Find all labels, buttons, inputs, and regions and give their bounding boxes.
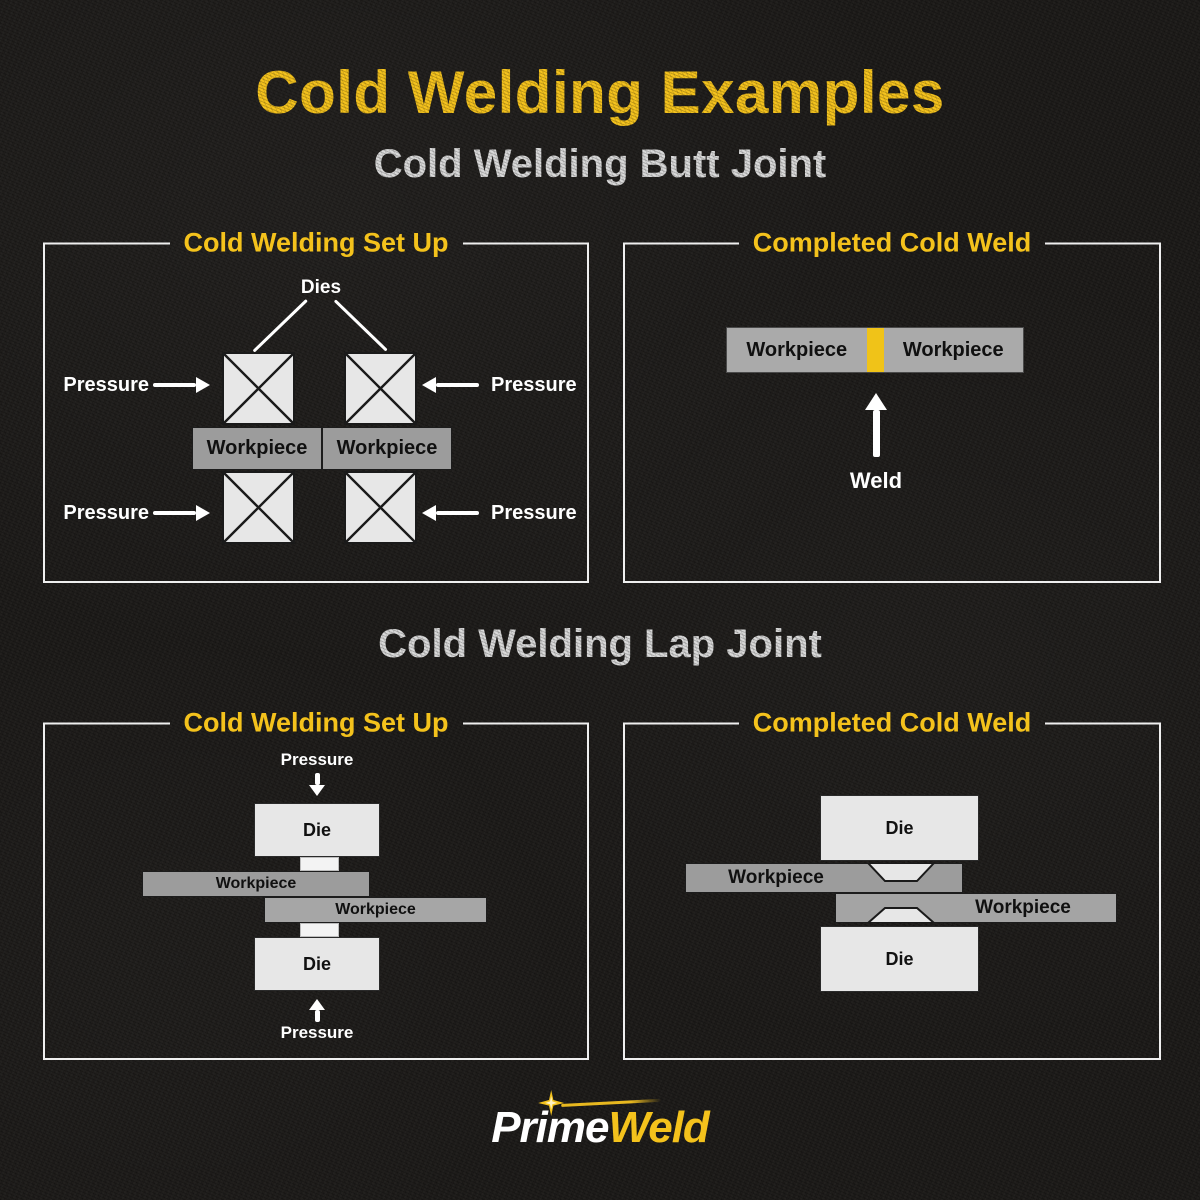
workpiece-segment-left: Workpiece: [746, 338, 848, 361]
border-segment: [462, 242, 589, 244]
die-cross-icon: [344, 471, 417, 544]
die-indent-icon: [865, 907, 937, 924]
weld-label: Weld: [849, 468, 903, 493]
die-block-bottom: Die: [254, 937, 380, 991]
pressure-label: Pressure: [491, 502, 577, 524]
workpiece-bar-right: Workpiece: [322, 427, 452, 470]
workpiece-bar-left: Workpiece: [192, 427, 322, 470]
arrow-up-icon: [309, 999, 325, 1022]
spark-icon: [538, 1090, 565, 1121]
lap-joint-subtitle: Cold Welding Lap Joint: [378, 622, 822, 666]
border-segment: [43, 242, 170, 244]
panel-lap-setup: Cold Welding Set Up Pressure Die Workpie…: [43, 708, 589, 1060]
panel-lap-completed-header: Completed Cold Weld: [623, 707, 1162, 739]
panel-lap-completed: Completed Cold Weld Die Workpiece Workpi…: [623, 708, 1162, 1060]
workpiece-label: Workpiece: [728, 867, 824, 888]
weld-seam: [866, 328, 884, 372]
arrow-left-icon: [422, 377, 479, 393]
border-segment: [623, 242, 739, 244]
workpiece-bar-lower: Workpiece: [835, 893, 1117, 924]
dies-pointer-line-right: [334, 299, 388, 352]
arrow-right-icon: [153, 377, 210, 393]
arrow-right-icon: [153, 505, 210, 521]
brand-logo: PrimeWeld: [491, 1090, 710, 1153]
border-segment: [1045, 242, 1162, 244]
pressure-label: Pressure: [63, 502, 149, 524]
die-tip: [300, 923, 339, 937]
panel-butt-completed-header: Completed Cold Weld: [623, 227, 1162, 259]
die-block-top: Die: [254, 803, 380, 857]
workpiece-bar-upper: Workpiece: [685, 862, 963, 893]
workpiece-bar-upper: Workpiece: [142, 871, 370, 897]
workpiece-segment-right: Workpiece: [902, 338, 1004, 361]
arrow-up-icon: [865, 393, 887, 457]
die-indent-icon: [865, 862, 937, 882]
pressure-label: Pressure: [280, 750, 354, 769]
pressure-label: Pressure: [63, 374, 149, 396]
panel-butt-setup: Cold Welding Set Up Dies Workpiece Workp…: [43, 228, 589, 583]
panel-butt-completed: Completed Cold Weld Workpiece Workpiece …: [623, 228, 1162, 583]
panel-butt-setup-header: Cold Welding Set Up: [43, 228, 589, 259]
die-cross-icon: [222, 352, 295, 425]
die-cross-icon: [344, 352, 417, 425]
die-block-bottom: Die: [820, 926, 979, 992]
butt-joint-subtitle: Cold Welding Butt Joint: [373, 142, 827, 186]
dies-label: Dies: [300, 277, 342, 298]
workpiece-label: Workpiece: [975, 897, 1071, 918]
pressure-label: Pressure: [491, 374, 577, 396]
die-tip: [300, 857, 339, 871]
logo-weld: Weld: [608, 1103, 709, 1152]
arrow-down-icon: [309, 773, 325, 796]
border-segment: [462, 722, 589, 724]
panel-title: Cold Welding Set Up: [183, 227, 449, 258]
die-block-top: Die: [820, 795, 979, 861]
die-cross-icon: [222, 471, 295, 544]
border-segment: [1045, 722, 1162, 724]
pressure-label: Pressure: [280, 1023, 354, 1042]
page-title: Cold Welding Examples: [255, 59, 945, 126]
dies-pointer-line-left: [252, 299, 308, 353]
border-segment: [623, 722, 739, 724]
panel-lap-setup-header: Cold Welding Set Up: [43, 708, 589, 739]
arrow-left-icon: [422, 505, 479, 521]
panel-title: Completed Cold Weld: [752, 707, 1032, 738]
panel-title: Completed Cold Weld: [752, 227, 1032, 258]
welded-workpiece-bar: Workpiece Workpiece: [726, 327, 1024, 373]
panel-title: Cold Welding Set Up: [183, 707, 449, 738]
workpiece-bar-lower: Workpiece: [264, 897, 487, 923]
border-segment: [43, 722, 170, 724]
